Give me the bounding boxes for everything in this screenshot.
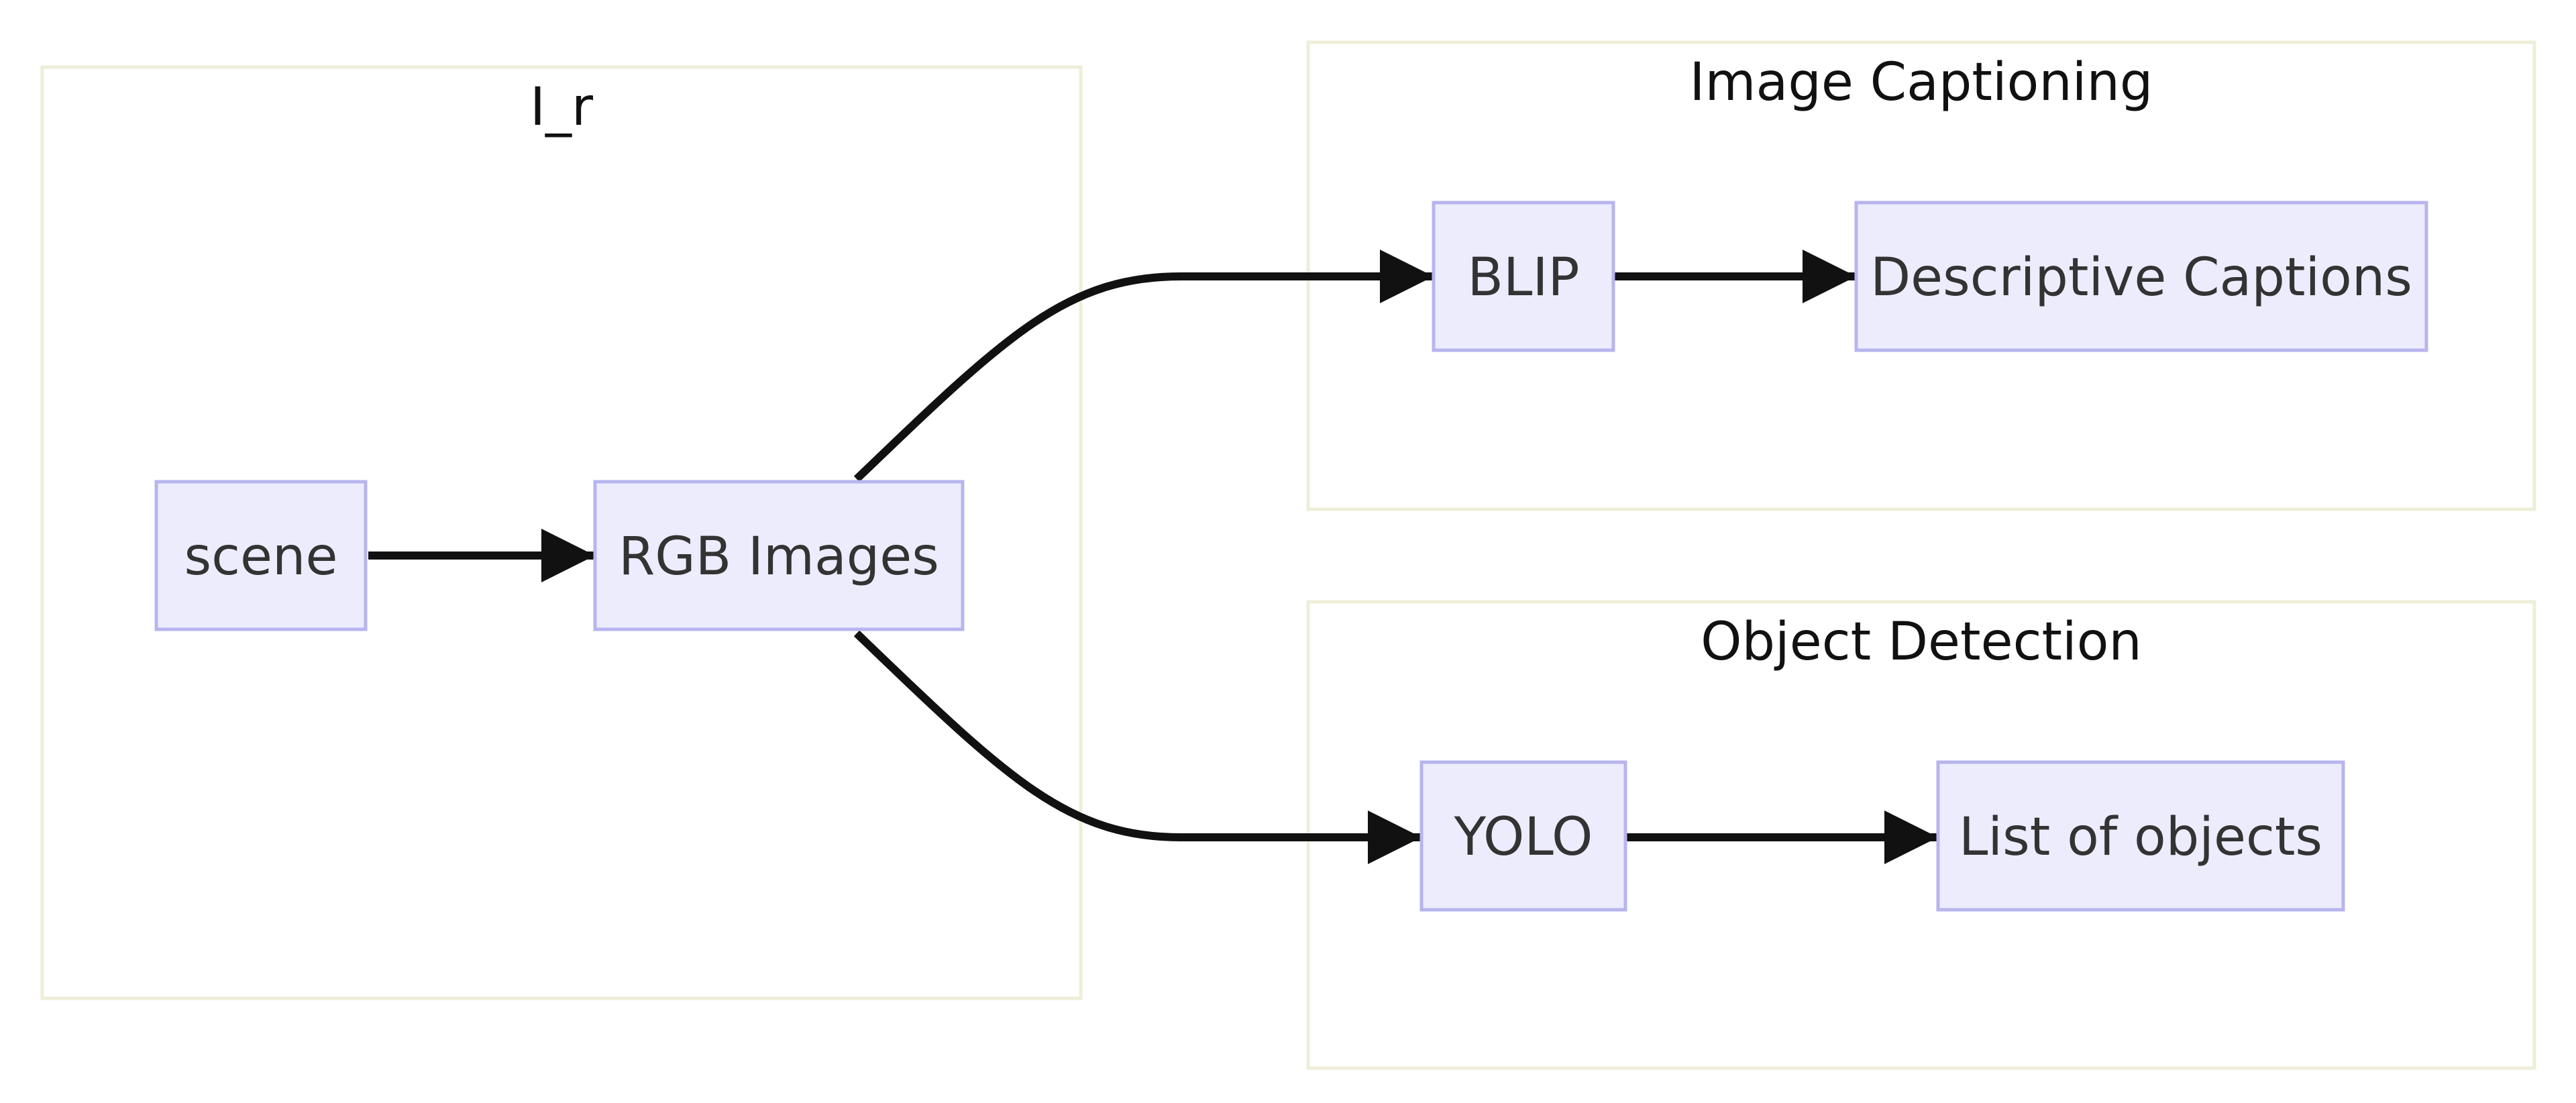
edge-rgb-images-to-yolo xyxy=(853,630,1421,864)
node-yolo-label: YOLO xyxy=(1454,807,1593,868)
node-list-of-objects: List of objects xyxy=(1936,760,2345,912)
node-blip: BLIP xyxy=(1432,201,1615,352)
node-rgb-images: RGB Images xyxy=(593,480,965,631)
node-scene: scene xyxy=(154,480,368,631)
cluster-object-detection-label: Object Detection xyxy=(1701,612,2142,672)
edge-rgb-images-to-blip xyxy=(853,250,1434,482)
node-scene-label: scene xyxy=(184,527,338,587)
node-rgb-images-label: RGB Images xyxy=(619,527,939,587)
cluster-ir-label: I_r xyxy=(530,77,594,138)
node-blip-label: BLIP xyxy=(1467,248,1579,308)
cluster-image-captioning-label: Image Captioning xyxy=(1690,52,2153,113)
node-list-of-objects-label: List of objects xyxy=(1959,807,2322,868)
node-descriptive-captions: Descriptive Captions xyxy=(1854,201,2428,352)
node-yolo: YOLO xyxy=(1419,760,1627,912)
node-descriptive-captions-label: Descriptive Captions xyxy=(1870,248,2412,308)
